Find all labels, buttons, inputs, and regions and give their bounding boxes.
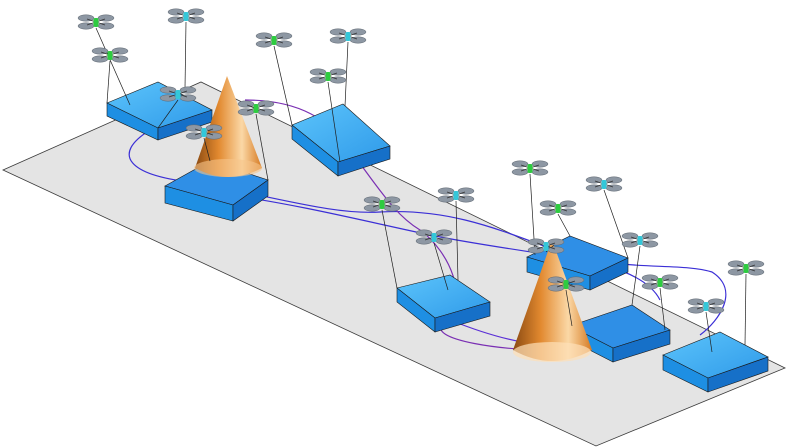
payload-1: [106, 81, 213, 141]
tether-cable: [344, 41, 349, 107]
tether-cable: [433, 242, 449, 291]
tether-cable: [565, 289, 573, 327]
tether-cable: [744, 273, 747, 346]
quadrotor-icon: [255, 32, 293, 48]
tether-cable: [273, 45, 293, 126]
tether-cable: [659, 287, 666, 331]
tether-cable: [95, 27, 131, 106]
quadrotor-icon: [539, 200, 577, 216]
tether-cable: [157, 99, 179, 129]
quadrotor-icon: [309, 68, 347, 84]
tether-cable: [603, 189, 629, 259]
tether-cable: [327, 81, 341, 163]
quadrotor-icon: [547, 276, 585, 292]
quadrotor-icon: [511, 160, 549, 176]
cone-obstacle-icon: [513, 240, 592, 362]
quadrotor-icon: [687, 298, 725, 314]
quadrotor-icon: [91, 47, 129, 63]
quadrotor-icon: [167, 8, 205, 24]
tether-cable: [455, 200, 459, 281]
tether-cable: [631, 245, 641, 306]
tether-cable: [106, 60, 111, 104]
quadrotor-icon: [237, 100, 275, 116]
quadrotor-icon: [727, 260, 765, 276]
quadrotor-fleet: [77, 8, 765, 314]
quadrotor-icon: [329, 28, 367, 44]
quadrotor-icon: [185, 124, 223, 140]
quadrotor-icon: [527, 238, 565, 254]
tether-cable: [557, 213, 571, 237]
tether-cable: [203, 137, 211, 162]
payload-4: [396, 274, 491, 333]
payload-7: [662, 331, 769, 393]
quadrotor-icon: [437, 187, 475, 203]
tether-cable: [381, 209, 398, 289]
quadrotor-icon: [415, 229, 453, 245]
ground-plane: [2, 81, 786, 447]
quadrotor-icon: [159, 86, 197, 102]
quadrotor-icon: [363, 196, 401, 212]
tether-cable: [184, 21, 187, 89]
tether-cable: [255, 113, 269, 181]
cone-obstacle-icon: [194, 76, 262, 177]
tether-cable: [705, 311, 713, 353]
quadrotor-icon: [641, 274, 679, 290]
quadrotor-icon: [585, 176, 623, 192]
quadrotor-icon: [77, 14, 115, 30]
quadrotor-icon: [621, 232, 659, 248]
payload-2: [291, 103, 391, 177]
